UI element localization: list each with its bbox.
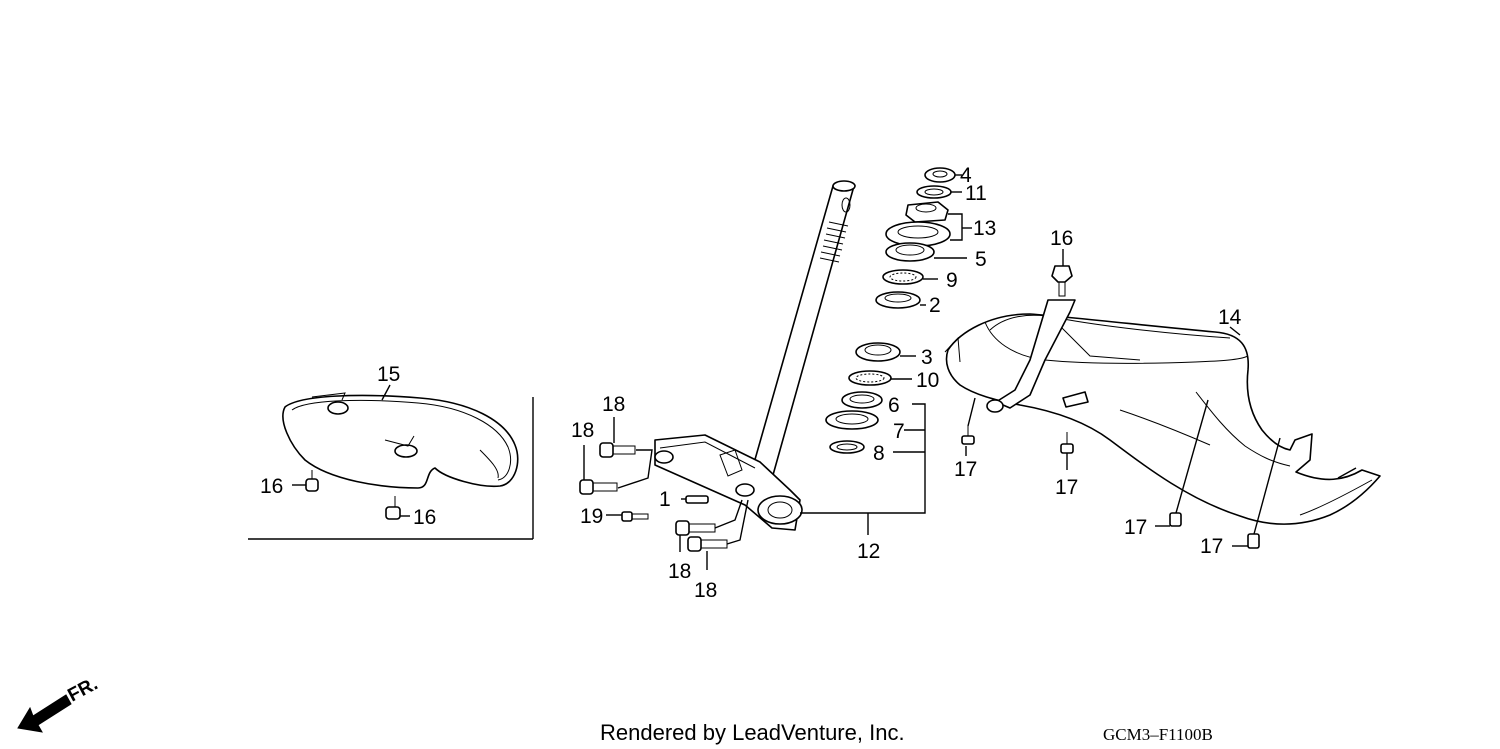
seal-part-7 [825,410,879,430]
callout-18-top: 18 [602,393,625,416]
stack-leaders [891,174,972,380]
callout-16-cover-b: 16 [413,506,436,529]
callout-8: 8 [873,442,885,465]
bolt-part-16-right [1051,265,1073,297]
clip-part-17-c [1169,512,1182,527]
inset-frame [248,397,534,540]
race-part-6 [841,391,883,409]
clip-part-17-a [961,426,975,445]
stem-leaders [583,403,926,570]
callout-10: 10 [916,369,939,392]
pin-part-1 [685,495,709,504]
callout-13: 13 [973,217,996,240]
nut-part-4 [924,167,956,183]
callout-18-bottom-a: 18 [668,560,691,583]
race-part-2 [875,291,921,309]
dust-seal-part-8 [829,440,865,454]
callout-9: 9 [946,269,958,292]
bearing-part-9 [882,269,924,285]
callout-17-c: 17 [1124,516,1147,539]
callout-15: 15 [377,363,400,386]
callout-2: 2 [929,294,941,317]
callout-18-left: 18 [571,419,594,442]
clip-part-16-left-b [385,496,401,520]
shield-leaders [965,249,1357,547]
callout-12: 12 [857,540,880,563]
callout-19: 19 [580,505,603,528]
callout-1: 1 [659,488,671,511]
callout-16-cover-a: 16 [260,475,283,498]
race-part-3 [855,342,901,362]
clip-part-17-d [1247,533,1260,549]
bolt-part-18-top [599,442,636,458]
front-direction-arrow: FR. [17,674,101,733]
washer-part-11 [916,185,952,199]
callout-5: 5 [975,248,987,271]
cover-leaders [292,384,410,517]
callout-16-shield: 16 [1050,227,1073,250]
bearing-part-10 [848,370,892,386]
screw-part-19 [621,511,649,522]
race-part-5 [885,242,935,262]
callout-7: 7 [893,420,905,443]
callout-17-a: 17 [954,458,977,481]
clip-part-17-b [1060,432,1074,454]
credit-text: Rendered by LeadVenture, Inc. [600,720,905,745]
front-cover-part-15 [282,392,519,489]
bolt-part-18-bottom-a [675,520,716,536]
diagram-code: GCM3–F1100B [1103,725,1213,744]
callout-6: 6 [888,394,900,417]
callout-18-bottom-b: 18 [694,579,717,602]
inner-shield-part-14 [944,299,1381,525]
clip-part-16-left-a [305,470,319,492]
bolt-part-18-left [579,479,618,495]
callout-17-b: 17 [1055,476,1078,499]
bolt-part-18-bottom-b [687,536,728,552]
callout-4: 4 [960,164,972,187]
callout-3: 3 [921,346,933,369]
callout-14: 14 [1218,306,1242,329]
callout-11: 11 [965,182,987,205]
nut-part-13 [885,201,951,247]
steering-stem-part-12 [654,180,856,531]
callout-17-d: 17 [1200,535,1223,558]
